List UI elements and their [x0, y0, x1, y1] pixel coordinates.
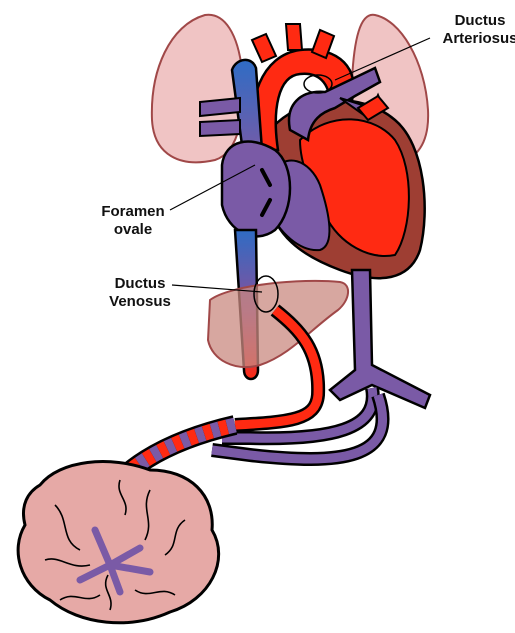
pulmonary-vein-left-2 [200, 120, 240, 136]
label-foramen-ovale-line1: Foramen [88, 203, 178, 221]
label-ductus-venosus-line1: Ductus [100, 275, 180, 293]
left-lung [152, 15, 243, 163]
pulmonary-vein-left-1 [200, 98, 240, 116]
right-atrium [222, 142, 290, 237]
label-foramen-ovale-line2: ovale [88, 221, 178, 239]
label-ductus-venosus: Ductus Venosus [100, 275, 180, 311]
aortic-branch-2 [286, 24, 302, 50]
label-ductus-arteriosus-line1: Ductus [440, 12, 515, 30]
label-ductus-venosus-line2: Venosus [100, 293, 180, 311]
aortic-branch-1 [252, 34, 276, 62]
label-ductus-arteriosus-line2: Arteriosus [440, 30, 515, 48]
label-ductus-arteriosus: Ductus Arteriosus [440, 12, 515, 48]
label-foramen-ovale: Foramen ovale [88, 203, 178, 239]
